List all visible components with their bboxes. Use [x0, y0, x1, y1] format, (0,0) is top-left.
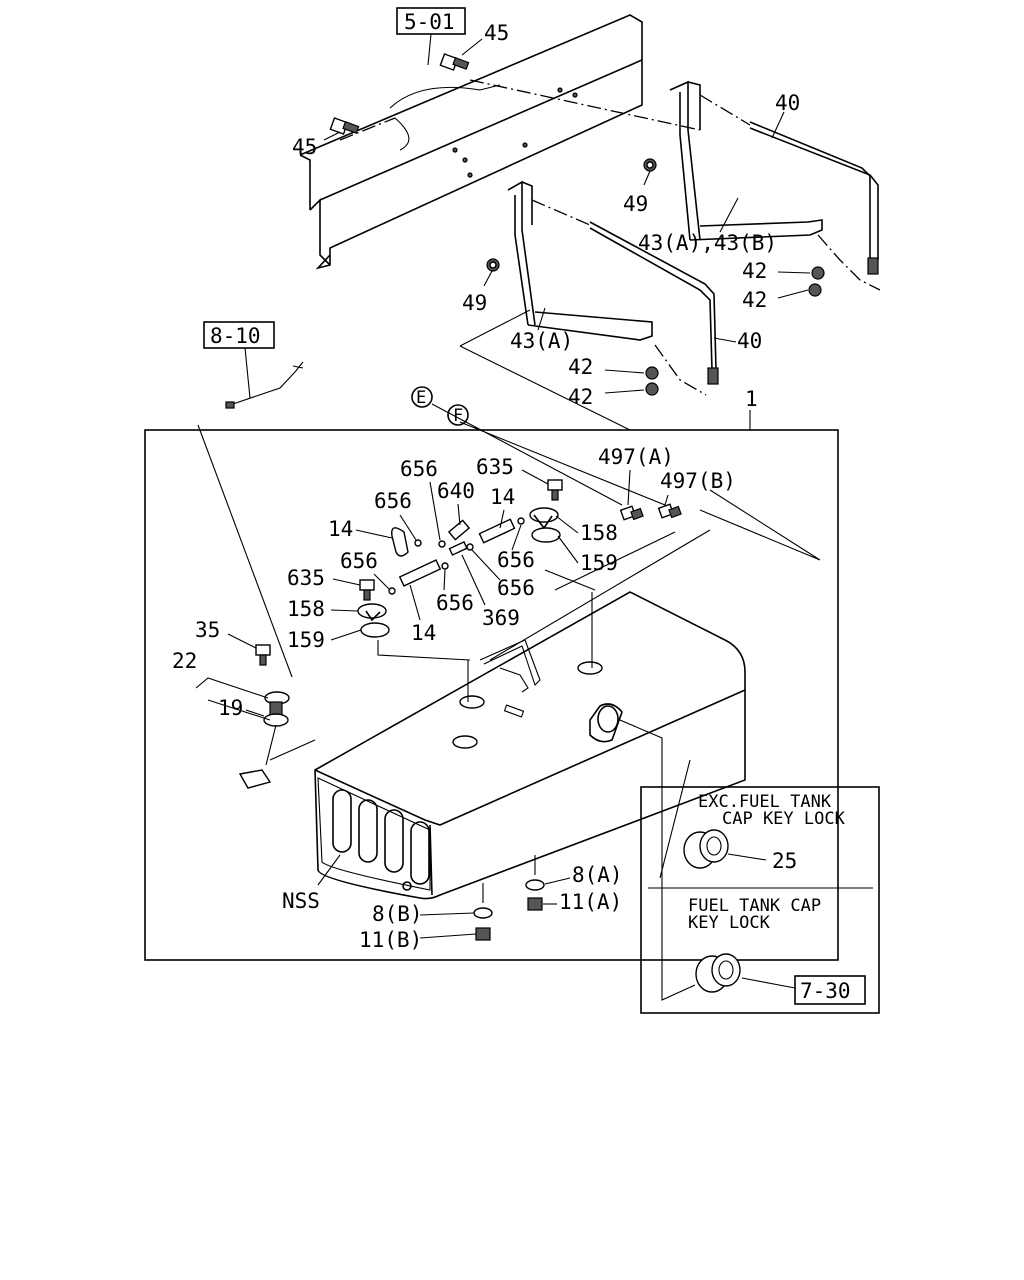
label-42-b: 42 [742, 288, 767, 312]
label-656-a: 656 [400, 457, 438, 481]
bracket-right [669, 80, 881, 291]
label-45-top: 45 [484, 21, 509, 45]
label-1: 1 [745, 387, 758, 411]
ref-7-30: 7-30 [800, 979, 851, 1003]
drain-plugs [473, 855, 545, 941]
ref-box-keylock [794, 975, 866, 1005]
fuel-cap-standard [683, 829, 729, 869]
label-635-right: 635 [476, 455, 514, 479]
callouts: 45 45 40 40 49 49 43(A),43(B) 43(A) 42 4… [172, 21, 811, 952]
ref-8-10: 8-10 [210, 324, 261, 348]
label-656-b: 656 [374, 489, 412, 513]
group-box [144, 429, 839, 961]
label-43ab: 43(A),43(B) [638, 231, 777, 255]
label-49-left: 49 [462, 291, 487, 315]
cap-options-box [640, 786, 880, 1014]
label-25: 25 [772, 849, 797, 873]
label-369: 369 [482, 606, 520, 630]
circle-e [411, 386, 433, 408]
label-40-top: 40 [775, 91, 800, 115]
note-exc-line2: CAP KEY LOCK [722, 809, 846, 829]
label-35: 35 [195, 618, 220, 642]
label-11a: 11(A) [559, 890, 622, 914]
bolt-35 [255, 644, 271, 666]
nut-49-left [486, 258, 500, 272]
label-nss: NSS [282, 889, 320, 913]
fuel-gauge-unit [195, 677, 316, 789]
label-497a: 497(A) [598, 445, 674, 469]
filler-leader [619, 719, 696, 1001]
label-14-left: 14 [328, 517, 353, 541]
ref-box-harness [203, 321, 275, 349]
fitting-497 [619, 503, 682, 521]
bracket-leader [459, 309, 631, 431]
label-656-f: 656 [497, 576, 535, 600]
label-635-left: 635 [287, 566, 325, 590]
label-656-c: 656 [340, 549, 378, 573]
label-159-right: 159 [580, 551, 618, 575]
nut-42 [645, 266, 825, 396]
label-42-d: 42 [568, 385, 593, 409]
frame-rail [299, 14, 701, 270]
label-497b: 497(B) [660, 469, 736, 493]
circle-f-label: F [453, 406, 463, 426]
hoses-and-clips [388, 517, 525, 595]
label-22: 22 [172, 649, 197, 673]
circle-e-label: E [416, 388, 426, 408]
fuel-tank [314, 569, 746, 900]
label-14-bottom: 14 [411, 621, 436, 645]
label-42-a: 42 [742, 259, 767, 283]
bolt-45-left [329, 117, 360, 135]
bolt-45-upper [439, 53, 470, 71]
label-42-c: 42 [568, 355, 593, 379]
label-640: 640 [437, 479, 475, 503]
label-40-left: 40 [737, 329, 762, 353]
label-8a: 8(A) [572, 863, 623, 887]
note-key-line1: FUEL TANK CAP [688, 896, 821, 916]
label-11b: 11(B) [359, 928, 422, 952]
label-656-e: 656 [497, 548, 535, 572]
label-8b: 8(B) [372, 902, 423, 926]
fuel-cap-keylock [695, 953, 741, 993]
label-159-left: 159 [287, 628, 325, 652]
nut-49-right [643, 158, 657, 172]
label-49-right: 49 [623, 192, 648, 216]
label-14-right: 14 [490, 485, 515, 509]
bracket-left [507, 180, 719, 396]
label-656-d: 656 [436, 591, 474, 615]
label-19: 19 [218, 696, 243, 720]
ref-5-01: 5-01 [404, 10, 455, 34]
connector-right [529, 479, 563, 543]
label-158-right: 158 [580, 521, 618, 545]
circle-f [447, 404, 469, 426]
label-43a: 43(A) [510, 329, 573, 353]
connector-left [357, 579, 390, 638]
label-158-left: 158 [287, 597, 325, 621]
label-45-left: 45 [292, 135, 317, 159]
note-exc-line1: EXC.FUEL TANK [698, 792, 832, 812]
harness [197, 347, 304, 678]
note-key-line2: KEY LOCK [688, 913, 771, 933]
